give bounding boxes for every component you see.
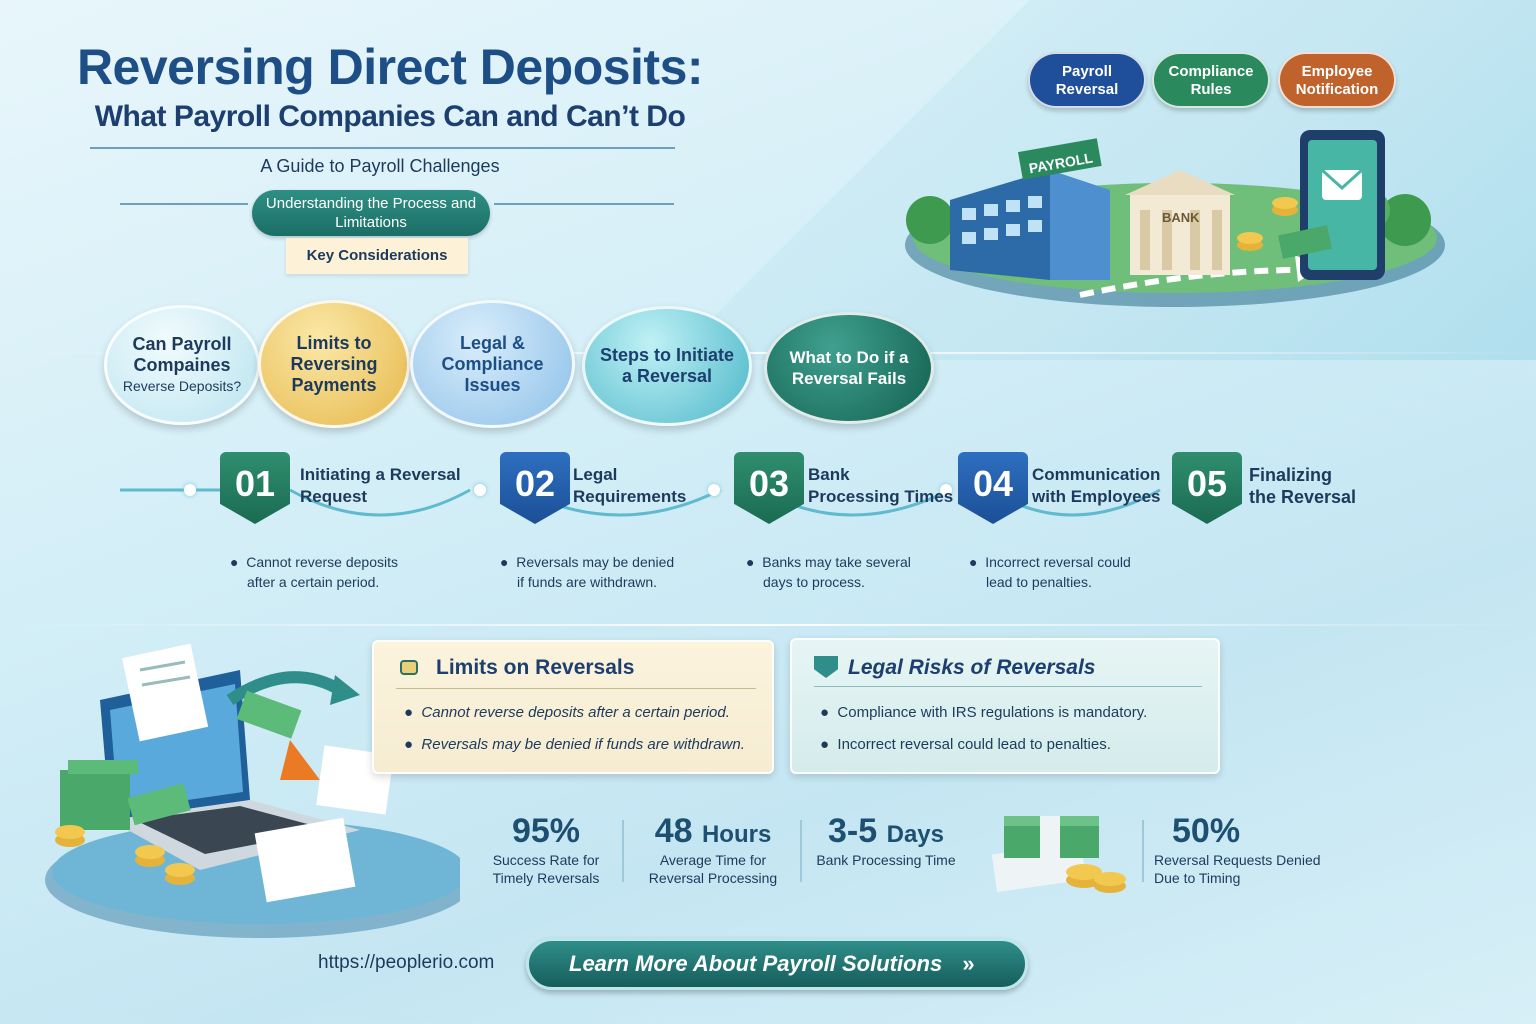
divider-line	[0, 624, 1536, 626]
footer-url[interactable]: https://peoplerio.com	[318, 952, 495, 973]
timeline-dot	[474, 484, 486, 496]
double-chevron-icon: »	[962, 951, 975, 976]
decor-line	[494, 203, 674, 205]
learn-more-button[interactable]: Learn More About Payroll Solutions »	[526, 938, 1028, 990]
stat-value: 95%	[511, 812, 581, 850]
payroll-bank-illustration: PAYROLL BANK	[905, 130, 1445, 307]
stat-separator	[800, 820, 802, 882]
guide-subtitle: A Guide to Payroll Challenges	[260, 156, 500, 176]
timeline-connector	[120, 488, 1161, 517]
badge-payroll-reversal: Payroll Reversal	[1028, 52, 1146, 108]
badge-compliance-rules: Compliance Rules	[1152, 52, 1270, 108]
limits-box: Limits on Reversals ● Cannot reverse dep…	[372, 640, 774, 774]
stat-separator	[622, 820, 624, 882]
decor-line	[120, 203, 248, 205]
title-rule	[90, 147, 675, 149]
stat-bank-time: 3-5 Days Bank Processing Time	[816, 812, 956, 868]
timeline-dot	[708, 484, 720, 496]
page-subtitle: What Payroll Companies Can and Can’t Do	[94, 100, 686, 133]
limits-box-title: Limits on Reversals	[436, 656, 635, 679]
stat-denied: 50% Reversal Requests Denied Due to Timi…	[1154, 812, 1321, 886]
step-number-05: 05	[1172, 452, 1242, 524]
page-title: Reversing Direct Deposits:	[76, 39, 704, 95]
cash-coins-icon	[991, 816, 1126, 893]
legal-box-title: Legal Risks of Reversals	[848, 656, 1096, 679]
legal-item-2: ● Incorrect reversal could lead to penal…	[820, 736, 1111, 753]
limits-item-2: ● Reversals may be denied if funds are w…	[404, 736, 745, 753]
cash-icon	[400, 660, 418, 675]
shield-check-icon	[814, 656, 838, 678]
legal-item-1: ● Compliance with IRS regulations is man…	[820, 704, 1148, 721]
legal-box: Legal Risks of Reversals ● Compliance wi…	[790, 638, 1220, 774]
limits-item-1: ● Cannot reverse deposits after a certai…	[404, 704, 730, 721]
process-pill: Understanding the Process and Limitation…	[252, 190, 490, 236]
box-rule	[396, 688, 756, 689]
bank-sign: BANK	[1162, 210, 1200, 225]
key-considerations-tag: Key Considerations	[286, 238, 468, 274]
timeline-dot	[940, 484, 952, 496]
timeline-dot	[184, 484, 196, 496]
badge-employee-notification: Employee Notification	[1278, 52, 1396, 108]
laptop-money-illustration	[45, 643, 460, 938]
box-rule	[814, 686, 1202, 687]
stat-separator	[1142, 820, 1144, 882]
